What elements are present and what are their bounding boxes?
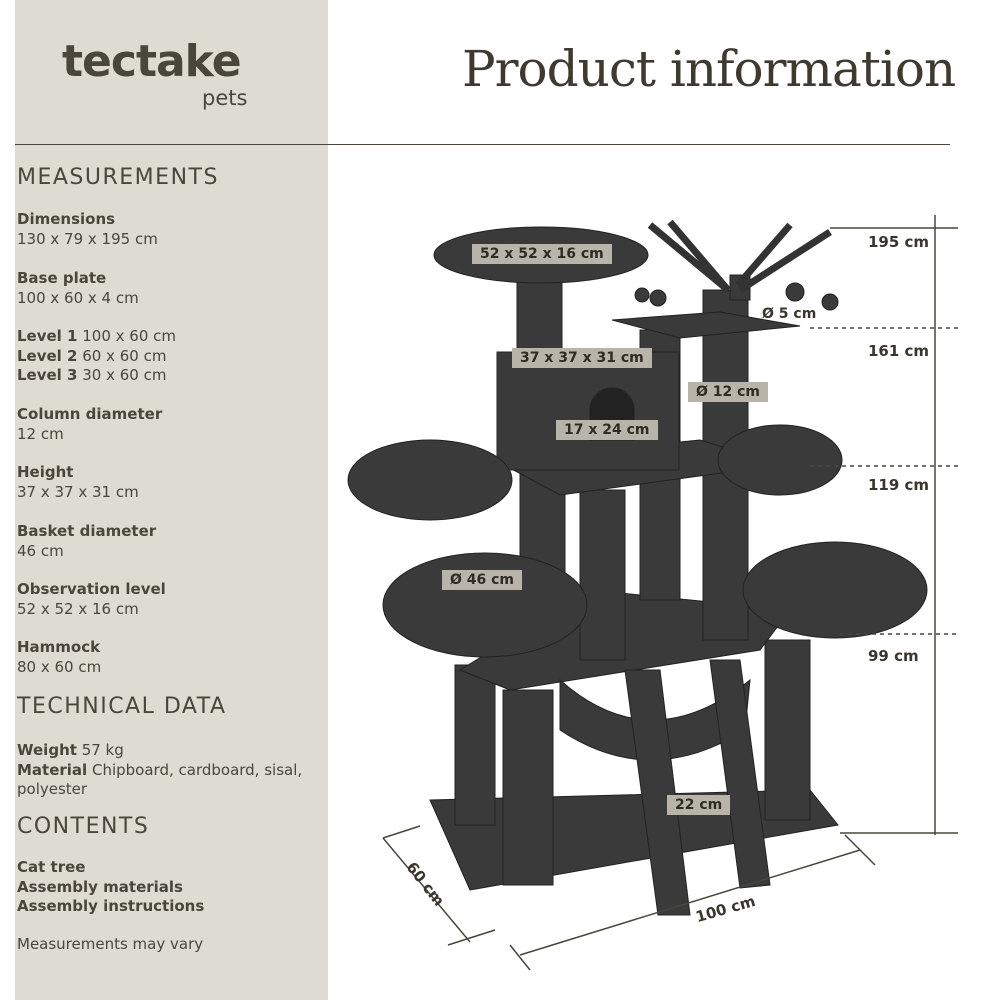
label-box: 37 x 37 x 31 cm [512,348,652,368]
post [454,664,496,826]
basket [742,541,928,639]
technical-heading: TECHNICAL DATA [17,694,227,719]
ball-icon [785,282,805,302]
hammock-shape [559,678,751,761]
basket [347,439,513,521]
post [502,689,554,886]
height-161: 161 cm [868,342,930,360]
label-ball: Ø 5 cm [762,306,817,322]
contents-heading: CONTENTS [17,814,150,839]
info-panel [15,0,328,1000]
height-99: 99 cm [868,647,919,665]
brand-sub: pets [202,86,248,110]
label-column: Ø 12 cm [688,382,769,402]
post [764,639,811,821]
page-title: Product information [462,40,956,98]
brand-logo: tectake [62,36,242,87]
cat-house [496,351,680,471]
basket [717,424,843,496]
label-ladder: 22 cm [667,795,731,815]
label-top: 52 x 52 x 16 cm [472,244,612,264]
dimension-lines [382,215,958,971]
ladder-rail [624,669,691,916]
label-door: 17 x 24 cm [556,420,658,440]
height-119: 119 cm [868,476,930,494]
label-basket: Ø 46 cm [442,570,523,590]
post [516,269,563,356]
height-195: 195 cm [868,233,930,251]
measurements-heading: MEASUREMENTS [17,165,219,190]
basket [382,552,588,658]
level3-shape [611,311,801,339]
ladder-rail [709,659,771,889]
divider [15,144,950,145]
post [579,489,626,661]
note: Measurements may vary [17,935,204,953]
